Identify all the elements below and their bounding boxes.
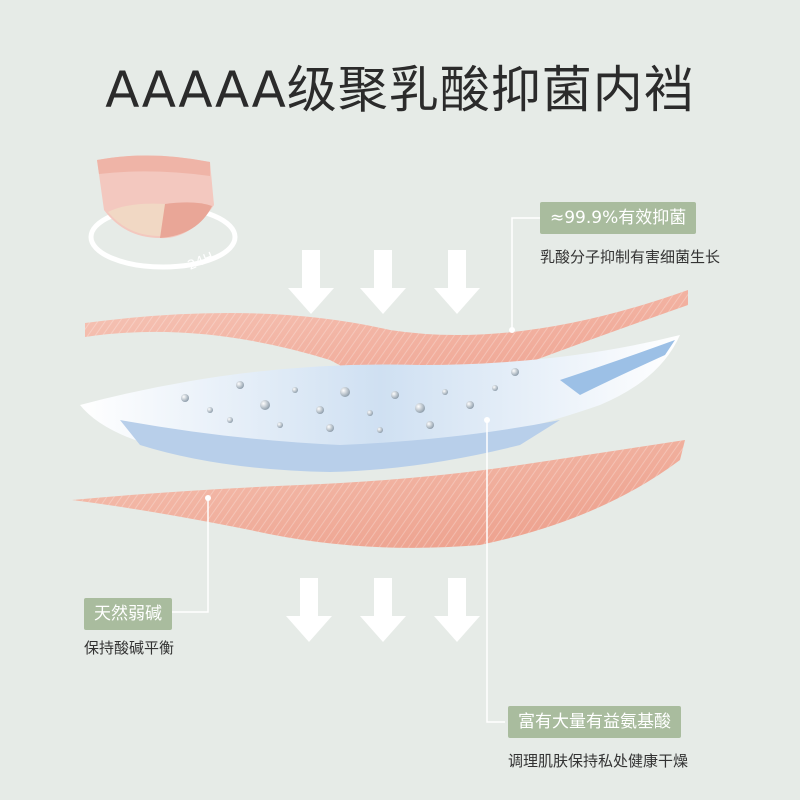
water-droplets [181,368,519,433]
arrow-down-icon [288,250,480,314]
feature-tag-antibacterial: ≈99.9%有效抑菌 [540,202,697,234]
feature-tag-amino-acid: 富有大量有益氨基酸 [508,706,681,738]
arrow-down-icon [286,578,480,642]
feature-desc-alkaline: 保持酸碱平衡 [84,639,175,657]
underwear-icon [88,155,238,270]
top-pink-layer [85,290,688,390]
feature-desc-amino-acid: 调理肌肤保持私处健康干燥 [508,752,689,770]
badge-24h: 24H [186,250,216,274]
page-title: AAAAA级聚乳酸抑菌内裆 [105,61,695,119]
bottom-pink-layer [72,440,685,548]
feature-desc-antibacterial: 乳酸分子抑制有害细菌生长 [540,248,721,266]
middle-absorbent-layer [80,335,680,472]
feature-tag-alkaline: 天然弱碱 [84,598,172,630]
callout-lines [170,217,540,723]
